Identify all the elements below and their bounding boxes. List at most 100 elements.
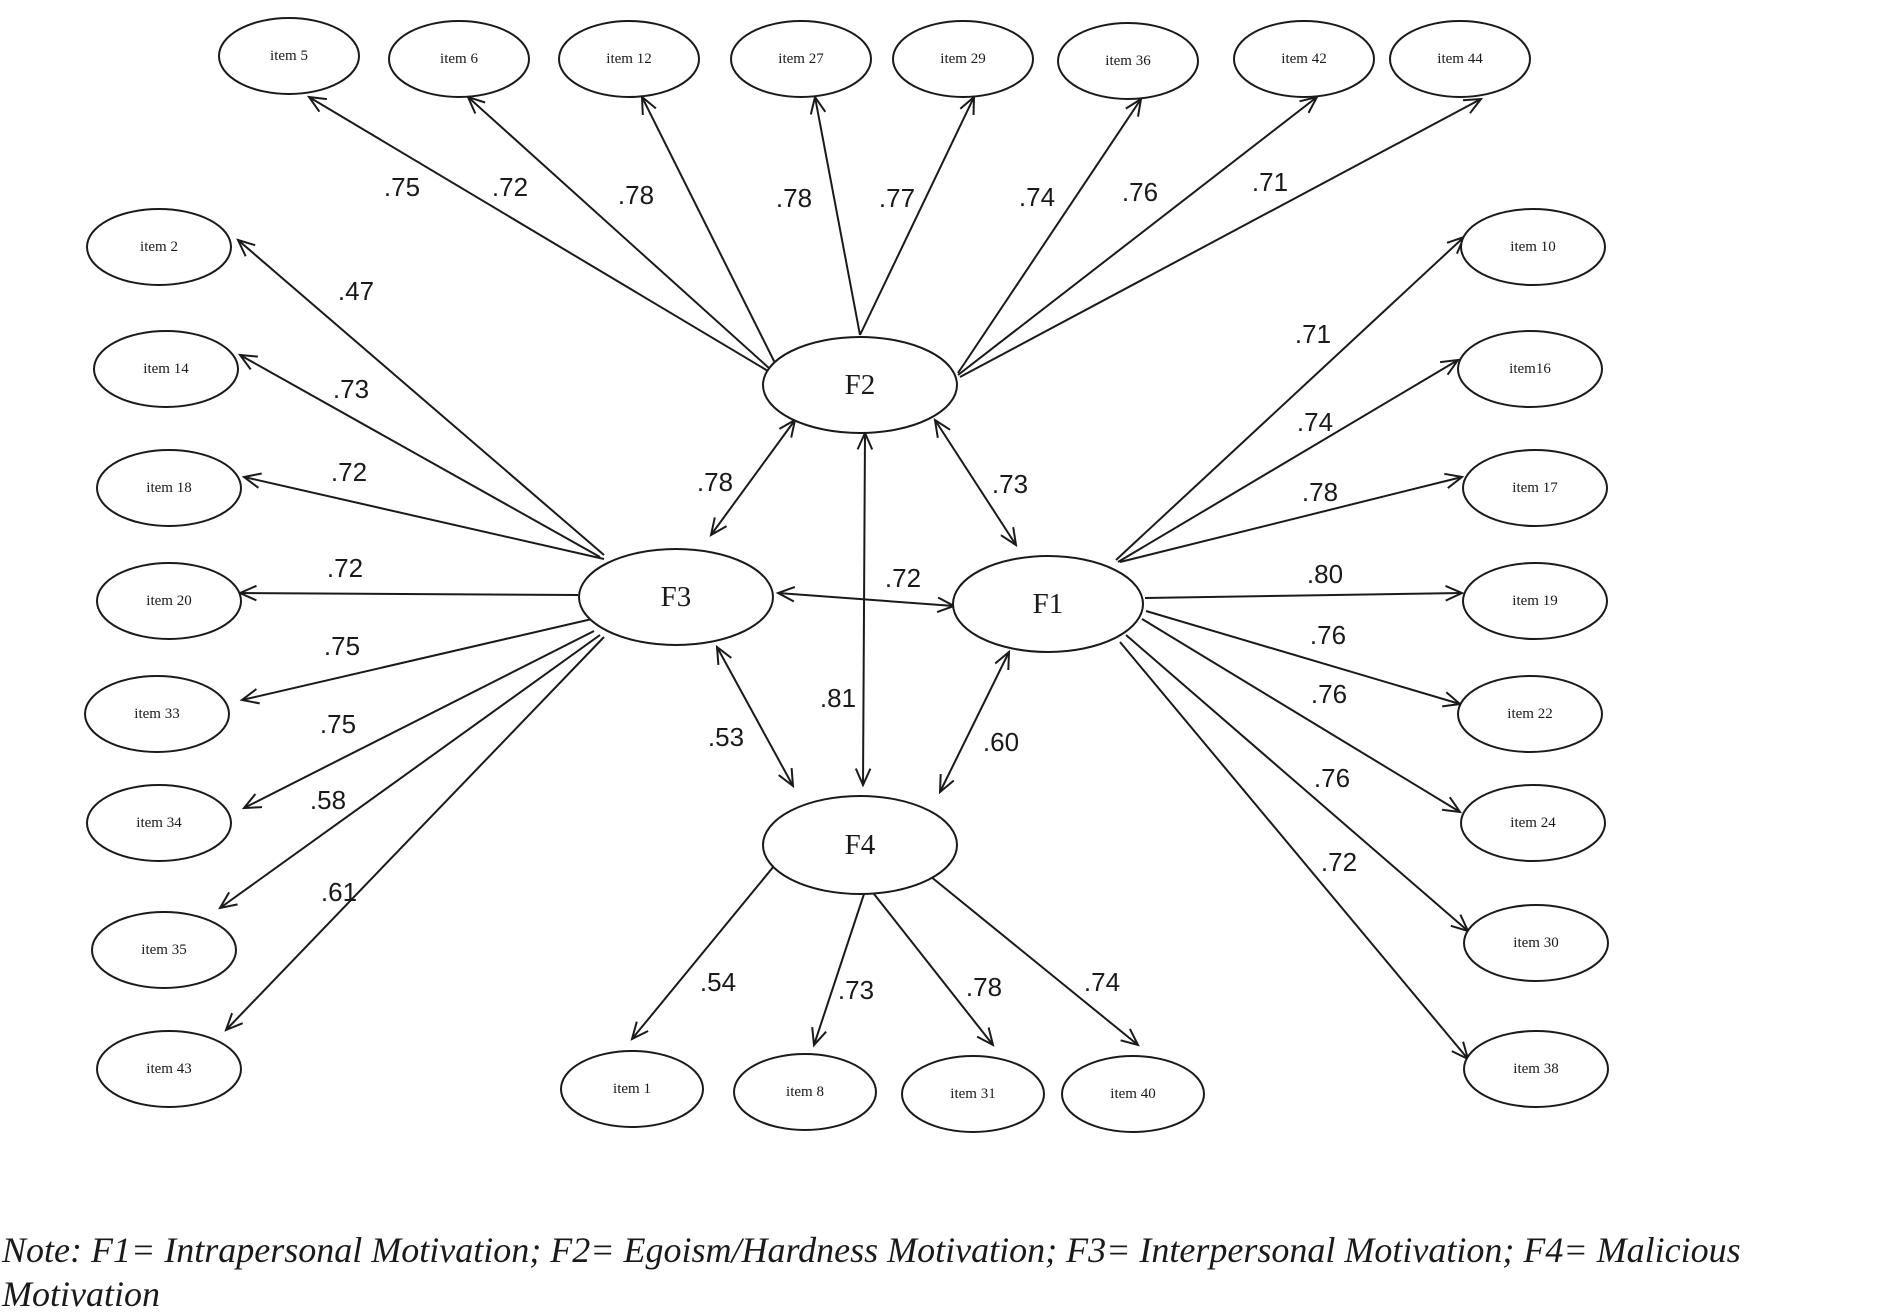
item-node-i12: item 12 xyxy=(558,20,700,98)
item-label: item 33 xyxy=(134,706,179,722)
loading-arrow-f4-i1 xyxy=(631,865,775,1040)
item-label: item 5 xyxy=(270,48,308,64)
factor-ellipse xyxy=(952,555,1144,653)
edges-layer xyxy=(218,94,1484,1061)
item-node-i33: item 33 xyxy=(84,675,230,753)
factor-label: F4 xyxy=(845,829,876,861)
item-label: item 38 xyxy=(1513,1061,1558,1077)
item-label: item 1 xyxy=(613,1081,651,1097)
item-label: item 10 xyxy=(1510,239,1555,255)
arrowhead-i33 xyxy=(239,688,260,705)
item-node-i22: item 22 xyxy=(1457,675,1603,753)
item-ellipse xyxy=(1463,904,1609,982)
item-node-i40: item 40 xyxy=(1061,1055,1205,1133)
item-node-i20: item 20 xyxy=(96,562,242,640)
loading-value-i43: .61 xyxy=(321,877,357,907)
item-ellipse xyxy=(901,1055,1045,1133)
factor-label: F2 xyxy=(845,369,876,401)
loading-value-i27: .78 xyxy=(776,183,812,213)
item-node-i1: item 1 xyxy=(560,1050,704,1128)
item-label: item 30 xyxy=(1513,935,1558,951)
loading-value-i38: .72 xyxy=(1321,847,1357,877)
arrowhead-b-f2-f3 xyxy=(709,517,728,537)
arrowhead-i1 xyxy=(630,1021,649,1041)
correlation-value-f3-f4: .53 xyxy=(708,722,744,752)
arrowhead-i5 xyxy=(306,95,328,113)
correlation-arrow-f3-f1 xyxy=(777,592,955,607)
item-node-i27: item 27 xyxy=(730,20,872,98)
loading-arrow-f3-i20 xyxy=(239,592,579,596)
item-node-i31: item 31 xyxy=(901,1055,1045,1133)
correlation-arrow-f3-f4 xyxy=(716,646,794,787)
item-node-i14: item 14 xyxy=(93,330,239,408)
item-label: item 20 xyxy=(146,593,191,609)
arrowhead-i16 xyxy=(1439,358,1461,376)
loading-value-i10: .71 xyxy=(1295,319,1331,349)
loading-arrow-f3-i14 xyxy=(239,354,601,558)
arrowhead-i24 xyxy=(1441,796,1463,814)
arrowhead-a-f3-f4 xyxy=(715,644,732,665)
item-ellipse xyxy=(96,449,242,527)
factor-label: F3 xyxy=(661,581,692,613)
correlation-arrow-f2-f1 xyxy=(934,419,1017,546)
arrowhead-i8 xyxy=(811,1026,827,1048)
item-node-i2: item 2 xyxy=(86,208,232,286)
item-ellipse xyxy=(560,1050,704,1128)
loading-arrow-f3-i18 xyxy=(243,476,605,560)
item-label: item 29 xyxy=(940,51,985,67)
loading-arrow-f3-i43 xyxy=(225,636,605,1031)
item-ellipse xyxy=(86,784,232,862)
item-ellipse xyxy=(1463,1030,1609,1108)
correlation-value-f2-f4: .81 xyxy=(820,683,856,713)
loading-value-i18: .72 xyxy=(331,457,367,487)
factor-node-f2: F2 xyxy=(762,336,958,434)
item-label: item 31 xyxy=(950,1086,995,1102)
item-ellipse xyxy=(91,911,237,989)
item-ellipse xyxy=(730,20,872,98)
item-label: item 44 xyxy=(1437,51,1483,67)
item-node-i24: item 24 xyxy=(1460,784,1606,862)
loading-value-i19: .80 xyxy=(1307,559,1343,589)
loading-value-i8: .73 xyxy=(838,975,874,1005)
loading-arrow-f2-i44 xyxy=(959,98,1482,378)
loading-value-i2: .47 xyxy=(338,276,374,306)
arrowhead-i35 xyxy=(218,891,238,910)
arrowhead-a-f3-f1 xyxy=(775,585,796,603)
item-label: item 18 xyxy=(146,480,191,496)
loading-value-i24: .76 xyxy=(1311,679,1347,709)
factor-ellipse xyxy=(762,336,958,434)
loading-arrow-f1-i19 xyxy=(1144,592,1463,599)
item-node-i43: item 43 xyxy=(96,1030,242,1108)
loading-value-i35: .58 xyxy=(310,785,346,815)
item-node-i42: item 42 xyxy=(1233,20,1375,98)
item-node-i17: item 17 xyxy=(1462,449,1608,527)
correlation-value-f2-f3: .78 xyxy=(697,467,733,497)
loading-value-i6: .72 xyxy=(492,172,528,202)
correlation-value-f3-f1: .72 xyxy=(885,563,921,593)
factor-ellipse xyxy=(762,795,958,895)
loading-value-i5: .75 xyxy=(384,172,420,202)
item-label: item 12 xyxy=(606,51,651,67)
item-ellipse xyxy=(1462,562,1608,640)
item-ellipse xyxy=(1460,784,1606,862)
factor-node-f1: F1 xyxy=(952,555,1144,653)
loading-value-i40: .74 xyxy=(1084,967,1120,997)
arrowhead-a-f1-f4 xyxy=(994,649,1011,671)
item-label: item 2 xyxy=(140,239,178,255)
item-node-i30: item 30 xyxy=(1463,904,1609,982)
item-node-i18: item 18 xyxy=(96,449,242,527)
item-node-i36: item 36 xyxy=(1057,22,1199,100)
loading-arrow-f1-i38 xyxy=(1119,641,1469,1060)
item-node-i16: item16 xyxy=(1457,330,1603,408)
loading-value-i14: .73 xyxy=(333,374,369,404)
item-ellipse xyxy=(84,675,230,753)
loading-arrow-f3-i35 xyxy=(219,634,601,909)
loading-arrow-f4-i40 xyxy=(929,875,1139,1046)
loading-value-i34: .75 xyxy=(320,709,356,739)
loading-arrow-f1-i17 xyxy=(1119,476,1463,563)
loading-arrow-f2-i29 xyxy=(859,96,975,336)
item-ellipse xyxy=(733,1053,877,1131)
loading-value-i20: .72 xyxy=(327,553,363,583)
item-node-i29: item 29 xyxy=(892,20,1034,98)
